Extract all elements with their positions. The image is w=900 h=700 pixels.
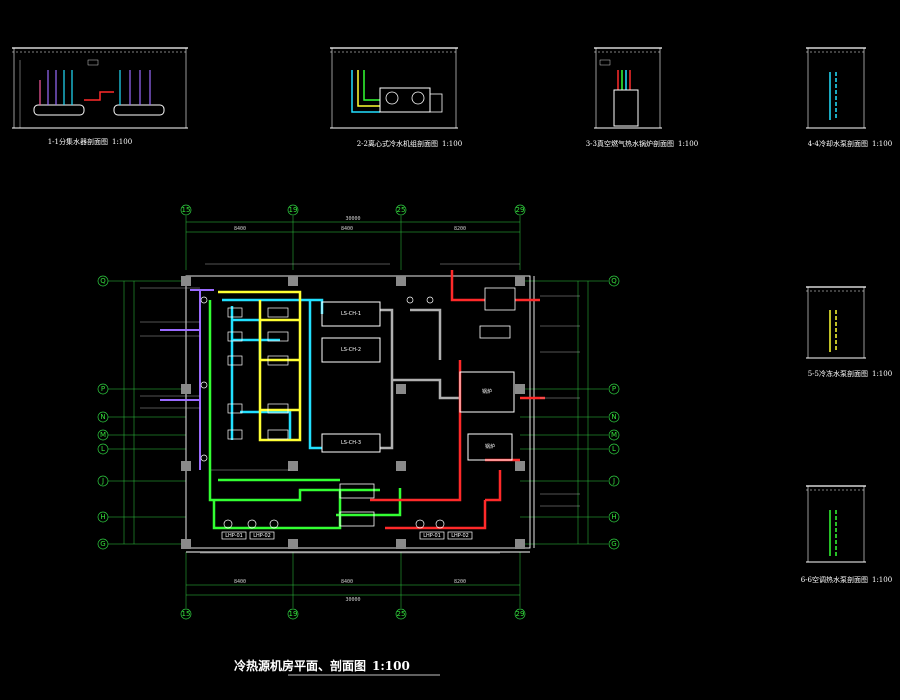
boiler-2 xyxy=(467,433,513,461)
pump-label-3: LHP-01 xyxy=(423,533,441,539)
row-axis-L-right: L xyxy=(612,445,616,453)
grey-pipes xyxy=(380,308,460,450)
chiller-3-label: LS-CH-3 xyxy=(341,440,361,446)
row-axis-N-right: N xyxy=(611,413,616,421)
row-axes xyxy=(108,280,608,545)
pump-label-4: LHP-02 xyxy=(451,533,469,539)
row-axis-M-left: M xyxy=(100,431,106,439)
section-5-5-title: 5-5冷冻水泵剖面图 xyxy=(808,369,868,378)
boiler-2-label: 锅炉 xyxy=(485,443,495,450)
row-axis-Q-right: Q xyxy=(611,277,617,285)
section-5-5: 5-5冷冻水泵剖面图 1:100 xyxy=(806,286,892,378)
chiller-2-label: LS-CH-2 xyxy=(341,347,361,353)
section-4-4-title: 4-4冷却水泵剖面图 xyxy=(808,139,868,148)
section-2-2: 2-2离心式冷水机组剖面图 1:100 xyxy=(330,47,462,148)
chiller-3 xyxy=(321,433,381,453)
row-axis-P-left: P xyxy=(101,385,105,393)
boilers xyxy=(459,371,515,461)
col-axis-19-bottom: 19 xyxy=(289,610,298,618)
section-6-6: 6-6空调热水泵剖面图 1:100 xyxy=(801,485,892,584)
chiller-1 xyxy=(321,301,381,327)
section-6-6-scale: 1:100 xyxy=(872,576,892,584)
svg-text:8200: 8200 xyxy=(454,579,466,585)
pumps-left xyxy=(227,307,289,440)
col-axis-19-top: 19 xyxy=(289,206,298,214)
cyan-pipes xyxy=(222,298,324,450)
heat-exchangers xyxy=(339,287,516,527)
section-4-4-scale: 1:100 xyxy=(872,140,892,148)
pump-label-2: LHP-02 xyxy=(253,533,271,539)
plan-scale: 1:100 xyxy=(372,659,410,673)
plan-title: 冷热源机房平面、剖面图 xyxy=(234,658,366,673)
section-3-3: 3-3真空燃气热水锅炉剖面图 1:100 xyxy=(586,47,698,148)
row-axis-Q-left: Q xyxy=(100,277,106,285)
col-bubbles-top xyxy=(180,204,526,620)
section-2-2-title: 2-2离心式冷水机组剖面图 xyxy=(357,139,438,148)
svg-text:8400: 8400 xyxy=(234,226,246,232)
svg-text:8400: 8400 xyxy=(341,226,353,232)
svg-text:30000: 30000 xyxy=(345,597,360,603)
svg-text:8400: 8400 xyxy=(234,579,246,585)
green-pipes xyxy=(208,300,402,530)
section-1-1-title: 1-1分集水器剖面图 xyxy=(48,137,108,146)
section-1-1-scale: 1:100 xyxy=(112,138,132,146)
purple-pipes xyxy=(160,289,214,470)
section-5-5-scale: 1:100 xyxy=(872,370,892,378)
boiler-1-label: 锅炉 xyxy=(482,388,492,395)
pumps-bottom xyxy=(200,296,473,540)
chiller-1-label: LS-CH-1 xyxy=(341,311,361,317)
section-2-2-scale: 1:100 xyxy=(442,140,462,148)
col-axis-15-bottom: 15 xyxy=(182,610,191,618)
chillers xyxy=(321,301,381,453)
row-axis-G-left: G xyxy=(100,540,105,548)
col-axis-15-top: 15 xyxy=(182,206,191,214)
row-bubbles xyxy=(97,275,620,550)
row-axis-J-right: J xyxy=(612,477,615,485)
columns xyxy=(181,276,525,549)
row-axis-M-right: M xyxy=(611,431,617,439)
col-axis-25-top: 25 xyxy=(397,206,406,214)
section-6-6-title: 6-6空调热水泵剖面图 xyxy=(801,575,868,584)
row-axis-G-right: G xyxy=(611,540,616,548)
row-axis-J-left: J xyxy=(101,477,104,485)
svg-text:30000: 30000 xyxy=(345,216,360,222)
section-1-1: 1-1分集水器剖面图 1:100 xyxy=(12,47,188,146)
yellow-pipes xyxy=(218,290,302,442)
column-axes xyxy=(185,216,521,608)
main-plan: 30000 8400 8400 8200 8400 8400 8200 3000… xyxy=(97,204,620,676)
row-axis-N-left: N xyxy=(100,413,105,421)
pump-label-1: LHP-01 xyxy=(225,533,243,539)
section-3-3-scale: 1:100 xyxy=(678,140,698,148)
svg-text:8200: 8200 xyxy=(454,226,466,232)
section-4-4: 4-4冷却水泵剖面图 1:100 xyxy=(806,47,892,148)
walls xyxy=(185,275,535,553)
col-axis-25-bottom: 25 xyxy=(397,610,406,618)
svg-text:8400: 8400 xyxy=(341,579,353,585)
section-3-3-title: 3-3真空燃气热水锅炉剖面图 xyxy=(586,139,674,148)
col-axis-29-bottom: 29 xyxy=(516,610,525,618)
col-axis-29-top: 29 xyxy=(516,206,525,214)
row-axis-L-left: L xyxy=(101,445,105,453)
row-axis-P-right: P xyxy=(612,385,616,393)
row-axis-H-left: H xyxy=(100,513,105,521)
boiler-1 xyxy=(459,371,515,413)
row-axis-H-right: H xyxy=(611,513,616,521)
chiller-2 xyxy=(321,337,381,363)
